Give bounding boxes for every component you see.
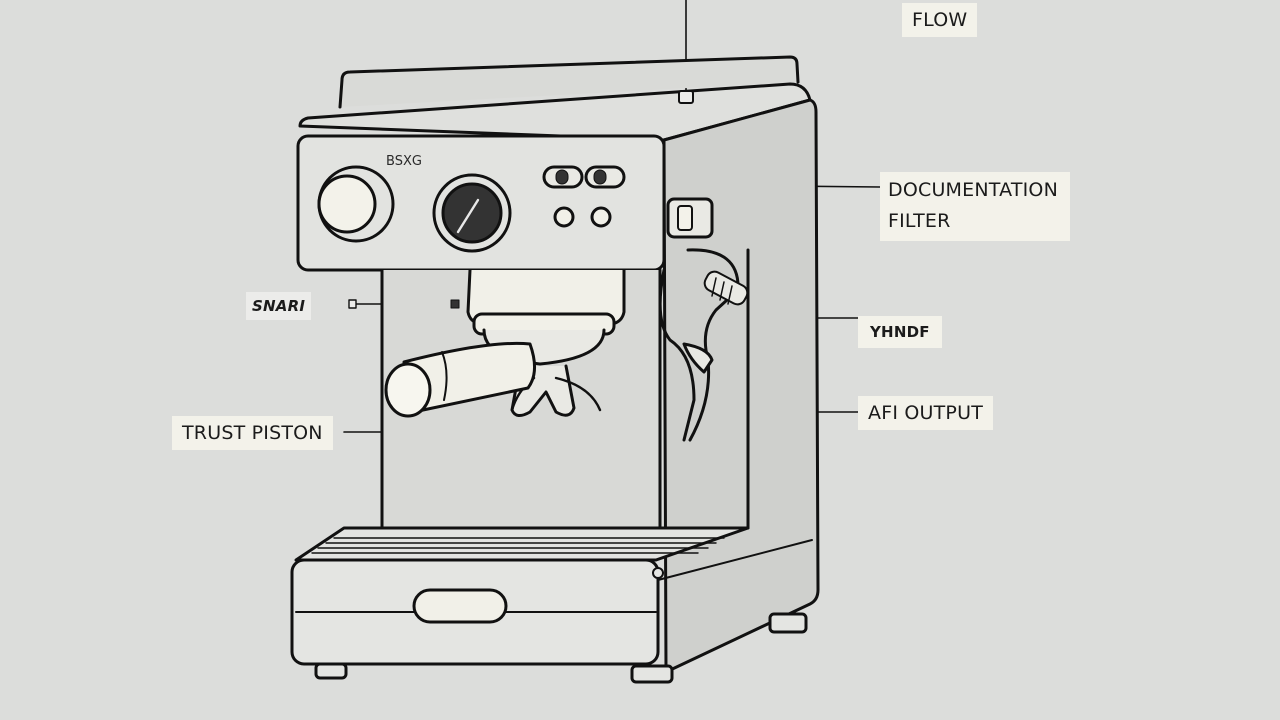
label-afi-output: AFI OUTPUT: [858, 396, 994, 430]
top-port: [678, 90, 694, 104]
drip-tray-handle: [412, 588, 508, 624]
machine-right-side: [662, 98, 820, 674]
wand-grip: [703, 270, 749, 306]
indicator-left: [553, 206, 575, 228]
steam-wand: [686, 248, 740, 442]
brand-label: BSXG: [386, 154, 422, 169]
pressure-gauge: [441, 182, 503, 244]
portafilter-handle: [402, 341, 536, 416]
indicator-right: [590, 206, 612, 228]
label-flow: FLOW: [902, 3, 978, 37]
label-trust-piston: TRUST PISTON: [172, 416, 333, 450]
drip-grill: [311, 537, 725, 554]
left-knob: [317, 174, 377, 234]
label-snarl: SNARI: [246, 292, 312, 320]
label-filter: FILTER: [888, 210, 951, 232]
label-yhndf: YHNDF: [858, 316, 942, 348]
label-documentation: DOCUMENTATION: [888, 179, 1059, 201]
label-documentation-filter: DOCUMENTATION FILTER: [880, 172, 1071, 241]
top-rear-panel: [338, 55, 800, 109]
